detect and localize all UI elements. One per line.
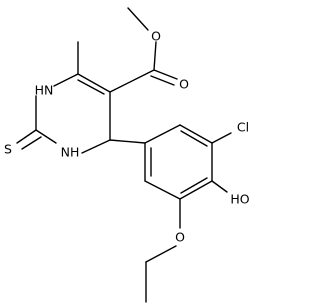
chemical-structure-diagram: O O HN NH S Cl HO O (4, 7, 250, 303)
bond-carbonyl-o-double-1 (153, 69, 178, 80)
bond-ar4-ar5-inner (180, 177, 208, 194)
thione-sulfur-label: S (4, 142, 12, 157)
atom-labels: O O HN NH S Cl HO O (4, 29, 250, 245)
bond-o-ch2 (145, 245, 177, 263)
ether-oxygen-label: O (175, 230, 185, 245)
bond-ar4-oh (211, 180, 228, 193)
bond-ar3-cl (211, 132, 232, 144)
bond-ar5-ar6 (144, 180, 181, 200)
bond-c2-s-1 (16, 129, 37, 144)
ester-oxygen-label: O (151, 29, 161, 44)
chlorine-label: Cl (237, 120, 249, 135)
bond-carbonyl-ring (109, 69, 155, 93)
bond-ar4-ar5 (179, 180, 213, 200)
bond-ar2-ar3-inner (180, 130, 208, 147)
bond-c2-n3 (35, 129, 57, 144)
carbonyl-oxygen-label: O (179, 77, 189, 92)
bond-c4-aryl (109, 139, 146, 144)
hydroxyl-label: HO (230, 192, 249, 207)
ring-nh-top-label: HN (35, 83, 54, 98)
bond-ar2-ar3 (179, 124, 213, 144)
bond-c2-s-2 (21, 136, 42, 150)
bond-methyl-o (127, 7, 149, 31)
bond-c5-c6 (77, 73, 111, 93)
bond-c6-n1 (53, 73, 79, 87)
bond-carbonyl-o-double-2 (150, 75, 175, 86)
bond-c5-c6-inner (77, 79, 105, 95)
bond-n3-c4 (81, 139, 111, 154)
ring-nh-bottom-label: NH (61, 145, 80, 160)
bond-ar1-ar2 (144, 124, 181, 144)
bonds (16, 7, 232, 303)
bond-o-carbonyl (153, 41, 157, 71)
